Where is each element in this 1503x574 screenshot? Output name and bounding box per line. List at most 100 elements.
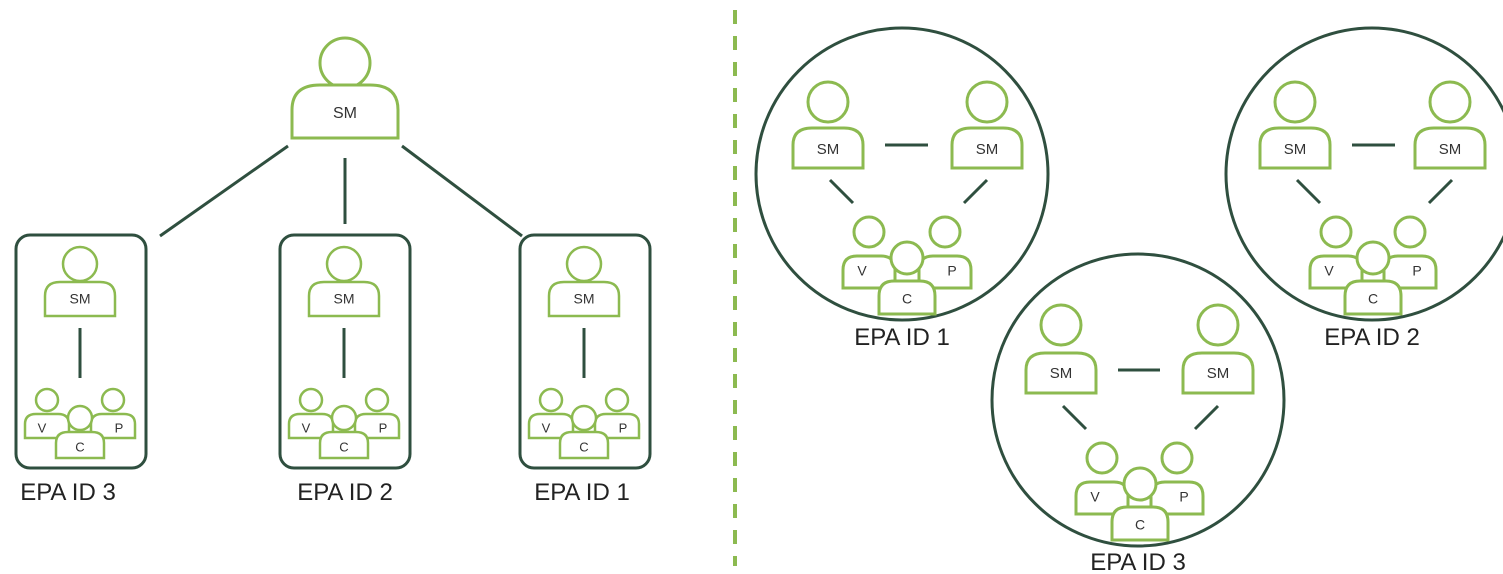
role-label-c: C: [902, 291, 912, 307]
group-container: [278, 233, 412, 470]
person-icon: [547, 245, 621, 318]
person-icon: [1074, 441, 1130, 516]
epa-caption: EPA ID 2: [297, 479, 393, 506]
connector-line: [1295, 178, 1322, 205]
group-container: [754, 26, 1050, 322]
epa-group-circle: SM SM V: [754, 26, 1050, 351]
connector-line: [1427, 178, 1454, 205]
sm-person: SM: [547, 245, 621, 318]
sm-person: SM: [1181, 303, 1255, 395]
sm-label: SM: [334, 291, 355, 307]
epa-caption: EPA ID 3: [20, 479, 116, 506]
group-container: [518, 233, 652, 470]
person-icon: [1413, 80, 1487, 170]
role-label-v: V: [1090, 489, 1100, 505]
person-icon: [1181, 303, 1255, 395]
group-container: [990, 252, 1286, 548]
sm-label: SM: [976, 141, 999, 158]
person-icon: [1258, 80, 1332, 170]
epa-group-circle: SM SM V: [990, 252, 1286, 574]
epa-group-box: SM V P C EPA ID 1: [518, 233, 652, 506]
role-label-c: C: [579, 439, 588, 454]
role-label-p: P: [1179, 489, 1188, 505]
connector-line: [1193, 404, 1220, 431]
role-label-v: V: [857, 263, 867, 279]
vcp-cluster: V P C: [527, 387, 641, 460]
person-icon: [290, 36, 400, 140]
sm-person: SM: [1258, 80, 1332, 170]
sm-label: SM: [1284, 141, 1307, 158]
sm-label: SM: [1439, 141, 1462, 158]
epa-group-box: SM V P C EPA ID 3: [14, 233, 148, 506]
person-icon: [877, 240, 937, 316]
epa-group-circle: SM SM V: [1224, 26, 1503, 351]
connector-line: [159, 144, 289, 238]
role-label-v: V: [302, 420, 311, 435]
role-label-p: P: [1412, 263, 1421, 279]
person-icon: [527, 387, 575, 440]
epa-caption: EPA ID 1: [854, 324, 950, 351]
person-icon: [1110, 466, 1170, 542]
sm-label: SM: [70, 291, 91, 307]
person-icon: [1343, 240, 1403, 316]
role-label-c: C: [339, 439, 348, 454]
epa-caption: EPA ID 3: [1090, 549, 1186, 574]
person-icon: [1382, 215, 1438, 290]
person-icon: [23, 387, 71, 440]
role-label-v: V: [542, 420, 551, 435]
connector-line: [828, 178, 855, 205]
sm-person: SM: [1413, 80, 1487, 170]
sm-person: SM: [950, 80, 1024, 170]
vcp-cluster: V P C: [23, 387, 137, 460]
person-icon: [1024, 303, 1098, 395]
person-icon: [950, 80, 1024, 170]
root-sm-label: SM: [333, 105, 357, 122]
sm-person: SM: [307, 245, 381, 318]
vcp-cluster: V P C: [287, 387, 401, 460]
sm-label: SM: [817, 141, 840, 158]
person-icon: [43, 245, 117, 318]
sm-person: SM: [1024, 303, 1098, 395]
sm-label: SM: [574, 291, 595, 307]
person-icon: [791, 80, 865, 170]
sm-person: SM: [43, 245, 117, 318]
left-panel: SM SM V: [14, 36, 652, 506]
role-label-c: C: [1135, 517, 1145, 533]
group-container: [14, 233, 148, 470]
person-icon: [318, 404, 370, 460]
role-label-p: P: [379, 420, 388, 435]
right-panel: SM SM V: [754, 26, 1503, 574]
vcp-cluster: V P C: [1074, 441, 1205, 542]
person-icon: [593, 387, 641, 440]
person-icon: [841, 215, 897, 290]
vcp-cluster: V P C: [841, 215, 973, 316]
person-icon: [307, 245, 381, 318]
person-icon: [1308, 215, 1364, 290]
sm-person: SM: [791, 80, 865, 170]
person-icon: [287, 387, 335, 440]
sm-label: SM: [1050, 365, 1073, 382]
connector-line: [401, 144, 523, 238]
person-icon: [89, 387, 137, 440]
epa-caption: EPA ID 1: [534, 479, 630, 506]
role-label-p: P: [619, 420, 628, 435]
role-label-v: V: [1324, 263, 1334, 279]
vcp-cluster: V P C: [1308, 215, 1438, 316]
connector-line: [962, 178, 989, 205]
role-label-p: P: [115, 420, 124, 435]
role-label-c: C: [1368, 291, 1378, 307]
epa-group-box: SM V P C EPA ID 2: [278, 233, 412, 506]
person-icon: [54, 404, 106, 460]
epa-caption: EPA ID 2: [1324, 324, 1420, 351]
connector-line: [1061, 404, 1088, 431]
person-icon: [353, 387, 401, 440]
sm-label: SM: [1207, 365, 1230, 382]
person-icon: [1149, 441, 1205, 516]
person-icon: [917, 215, 973, 290]
person-icon: [558, 404, 610, 460]
root-sm-person: SM: [290, 36, 400, 140]
group-container: [1224, 26, 1503, 322]
role-label-v: V: [38, 420, 47, 435]
role-label-c: C: [75, 439, 84, 454]
